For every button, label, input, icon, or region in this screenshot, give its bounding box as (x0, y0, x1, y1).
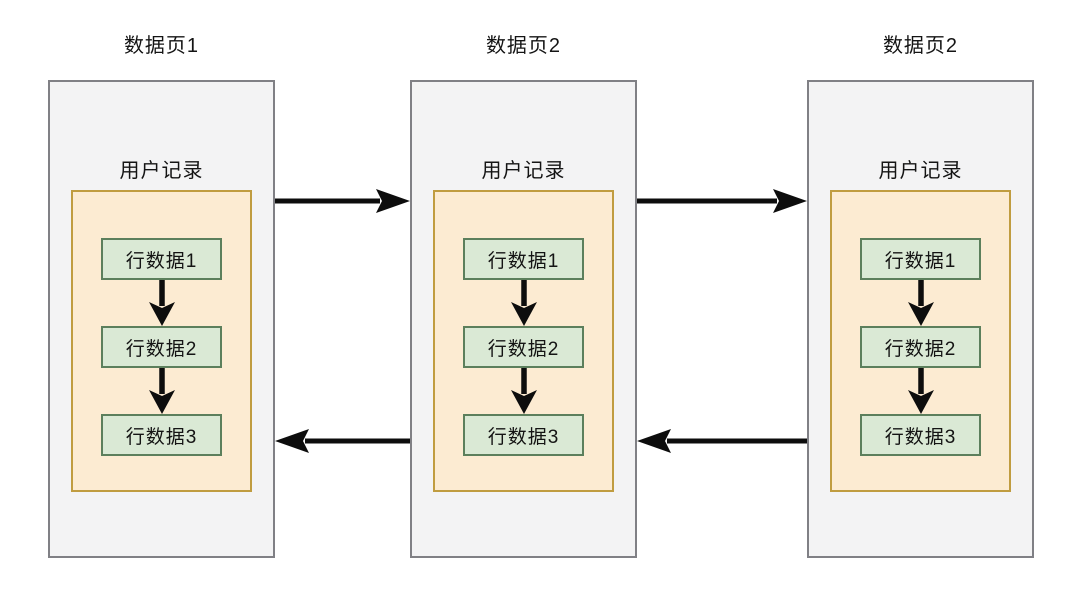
row-box: 行数据1 (101, 238, 222, 280)
row-box: 行数据1 (860, 238, 981, 280)
page-box: 用户记录 行数据1 行数据2 行数据3 (48, 80, 275, 558)
page-box: 用户记录 行数据1 行数据2 行数据3 (410, 80, 637, 558)
record-box: 行数据1 行数据2 行数据3 (830, 190, 1011, 492)
row-box: 行数据2 (101, 326, 222, 368)
down-arrow-icon (510, 280, 537, 326)
page-title: 数据页1 (123, 35, 200, 57)
down-arrow-icon (148, 368, 175, 414)
record-label: 用户记录 (119, 160, 204, 182)
page-box: 用户记录 行数据1 行数据2 行数据3 (807, 80, 1034, 558)
down-arrow-icon (510, 368, 537, 414)
arrow-back-page3-to-page2-icon (637, 429, 807, 453)
page-group-3: 数据页2 用户记录 行数据1 行数据2 行数据3 (807, 33, 1034, 558)
row-box: 行数据2 (463, 326, 584, 368)
row-box: 行数据3 (860, 414, 981, 456)
record-label: 用户记录 (481, 160, 566, 182)
record-box: 行数据1 行数据2 行数据3 (433, 190, 614, 492)
record-label: 用户记录 (878, 160, 963, 182)
row-box: 行数据3 (463, 414, 584, 456)
row-box: 行数据3 (101, 414, 222, 456)
page-group-2: 数据页2 用户记录 行数据1 行数据2 行数据3 (410, 33, 637, 558)
page-title: 数据页2 (882, 35, 959, 57)
row-box: 行数据1 (463, 238, 584, 280)
page-title: 数据页2 (485, 35, 562, 57)
row-box: 行数据2 (860, 326, 981, 368)
page-group-1: 数据页1 用户记录 行数据1 行数据2 行数据3 (48, 33, 275, 558)
arrow-forward-page1-to-page2-icon (275, 189, 410, 213)
arrow-forward-page2-to-page3-icon (637, 189, 807, 213)
down-arrow-icon (907, 280, 934, 326)
down-arrow-icon (148, 280, 175, 326)
down-arrow-icon (907, 368, 934, 414)
arrow-back-page2-to-page1-icon (275, 429, 410, 453)
record-box: 行数据1 行数据2 行数据3 (71, 190, 252, 492)
